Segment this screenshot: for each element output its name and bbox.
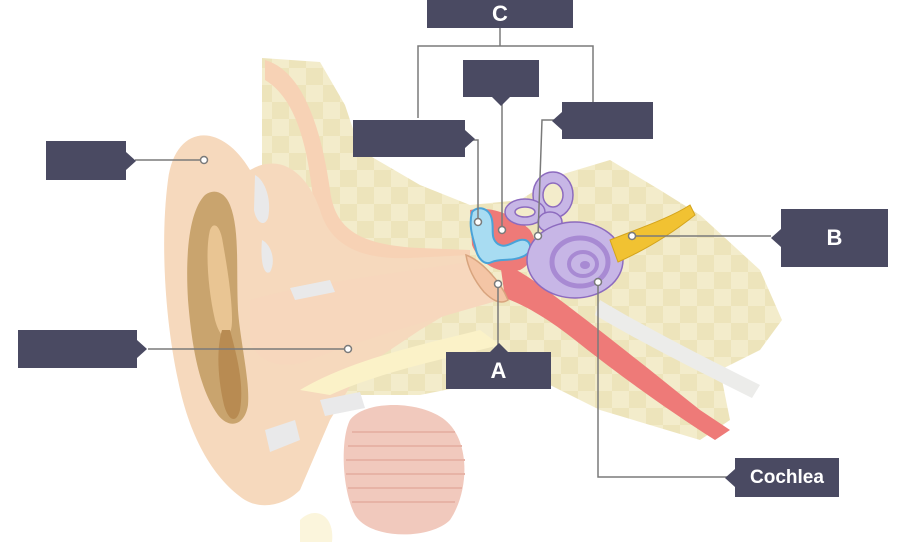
- label-blank-mid-left: [353, 120, 475, 157]
- leader-dots: [199, 155, 637, 354]
- label-blank-left-lower: [18, 330, 147, 368]
- label-blank-mid-right: [552, 102, 653, 139]
- earlobe: [218, 330, 242, 420]
- label-cochlea-text: Cochlea: [750, 466, 824, 488]
- cartilage-4: [320, 392, 365, 416]
- label-blank-left-upper: [46, 141, 136, 180]
- lower-bump: [300, 513, 333, 542]
- eustachian-tube: [500, 262, 730, 440]
- gland-lines: [346, 431, 465, 503]
- label-a-text: A: [490, 357, 507, 383]
- canal-highlight: [300, 330, 500, 395]
- label-b: B: [771, 209, 888, 267]
- cartilage-2: [261, 240, 273, 273]
- label-b-text: B: [826, 225, 843, 250]
- label-a: A: [446, 343, 551, 389]
- label-c-text: C: [492, 1, 508, 26]
- cartilage-5: [265, 420, 300, 452]
- cartilage-1: [254, 175, 270, 224]
- cochlea-shape: [526, 221, 624, 299]
- concha: [207, 225, 232, 337]
- tube-white: [595, 300, 760, 398]
- cartilage-3: [290, 280, 335, 300]
- auditory-nerve: [609, 204, 696, 263]
- label-c: C: [427, 0, 573, 28]
- label-blank-top-center: [463, 60, 539, 106]
- label-cochlea: Cochlea: [725, 458, 839, 497]
- gland: [343, 405, 465, 535]
